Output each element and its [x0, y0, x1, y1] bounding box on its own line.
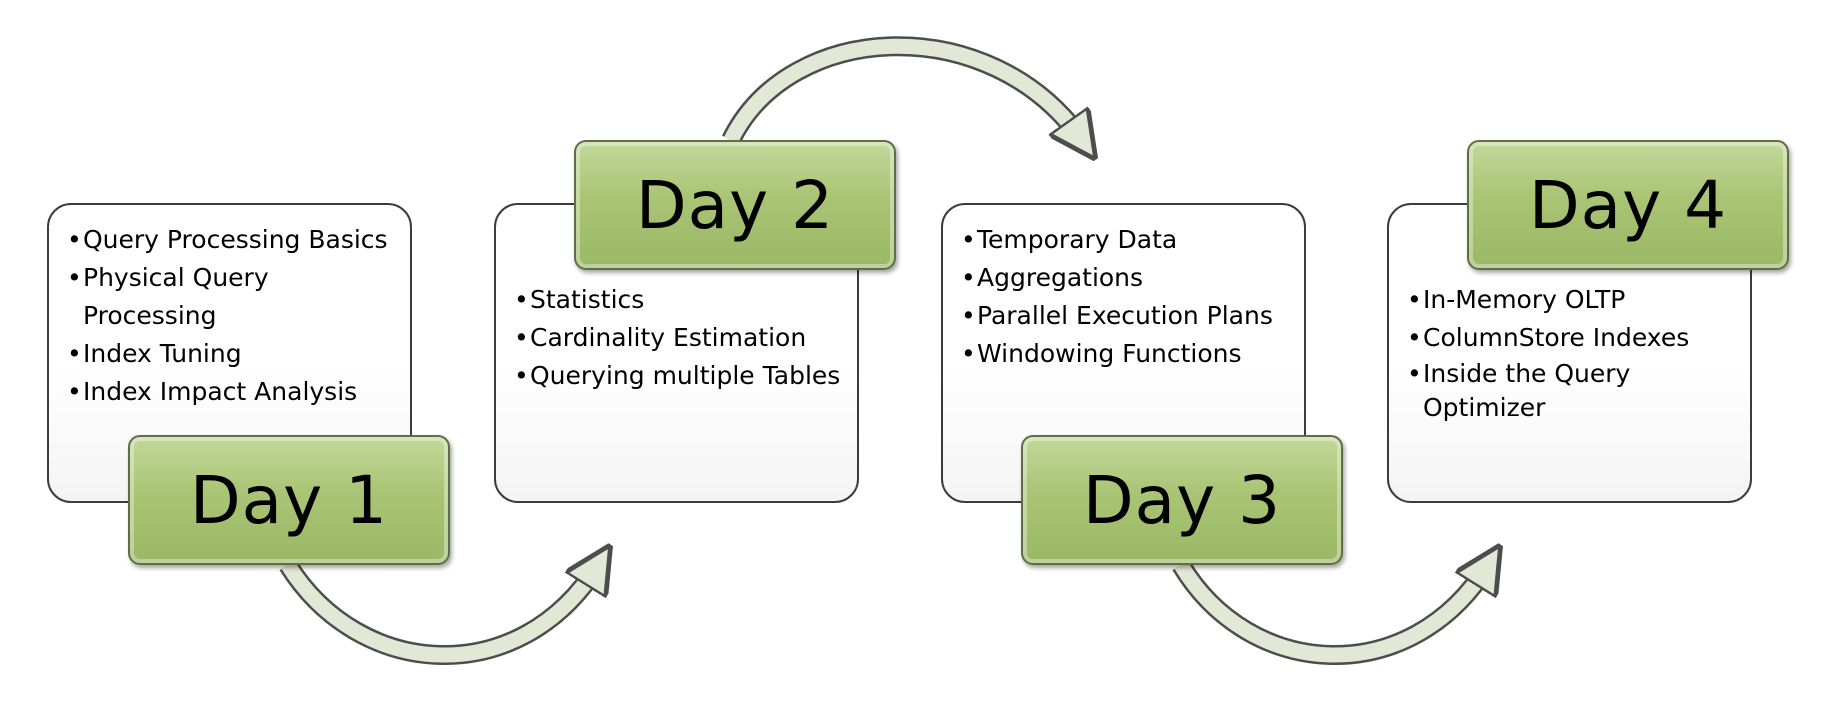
- arrow-day3-to-day4: [1172, 565, 1488, 665]
- topic-item: Index Tuning: [67, 335, 410, 373]
- topic-item: Inside the Query Optimizer: [1407, 357, 1643, 425]
- topic-item: Physical Query Processing: [67, 259, 410, 335]
- day1-label: Day 1: [189, 461, 389, 539]
- arrow-day1-to-day2: [279, 565, 598, 665]
- topic-item: Index Impact Analysis: [67, 373, 410, 411]
- day1-topic-list: Query Processing Basics Physical Query P…: [67, 221, 410, 411]
- arrow-day2-to-day3: [722, 36, 1082, 140]
- topic-item: In-Memory OLTP: [1407, 281, 1689, 319]
- topic-item: Aggregations: [961, 259, 1273, 297]
- day4-topic-list: In-Memory OLTP ColumnStore Indexes Insid…: [1407, 281, 1689, 425]
- day2-label-box: Day 2: [574, 140, 896, 270]
- day2-label: Day 2: [635, 166, 835, 244]
- topic-item: Querying multiple Tables: [514, 357, 840, 395]
- topic-item: Query Processing Basics: [67, 221, 410, 259]
- day1-label-box: Day 1: [128, 435, 450, 565]
- day4-label-box: Day 4: [1467, 140, 1789, 270]
- topic-item: ColumnStore Indexes: [1407, 319, 1689, 357]
- day3-topic-list: Temporary Data Aggregations Parallel Exe…: [961, 221, 1273, 373]
- day4-label: Day 4: [1528, 166, 1728, 244]
- topic-item: Windowing Functions: [961, 335, 1273, 373]
- day3-label-box: Day 3: [1021, 435, 1343, 565]
- topic-item: Cardinality Estimation: [514, 319, 840, 357]
- day2-topic-list: Statistics Cardinality Estimation Queryi…: [514, 281, 840, 395]
- topic-item: Parallel Execution Plans: [961, 297, 1273, 335]
- day3-label: Day 3: [1082, 461, 1282, 539]
- topic-item: Temporary Data: [961, 221, 1273, 259]
- topic-item: Statistics: [514, 281, 840, 319]
